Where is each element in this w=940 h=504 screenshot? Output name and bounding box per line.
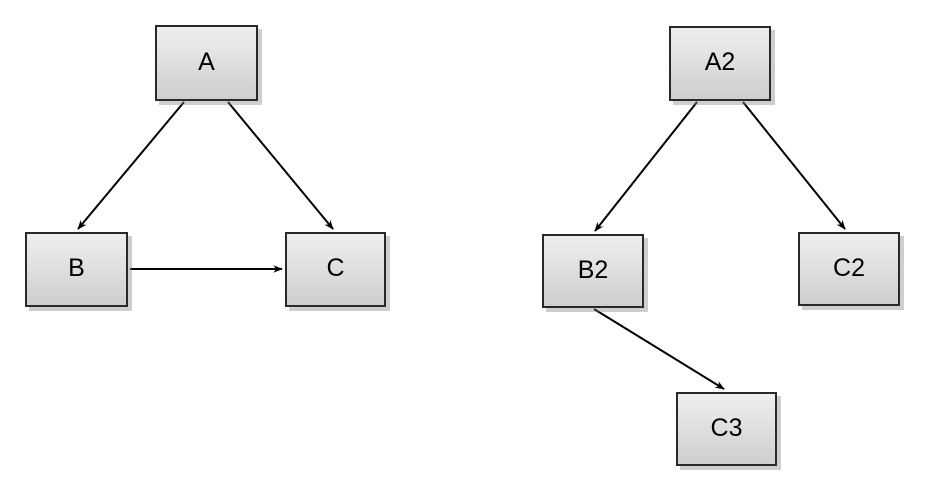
node-A[interactable]: A: [155, 25, 258, 101]
node-B2[interactable]: B2: [542, 234, 644, 308]
node-C2-label: C2: [833, 253, 865, 282]
node-C2[interactable]: C2: [798, 232, 900, 306]
node-A-label: A: [198, 47, 215, 76]
edge-A2-C2[interactable]: [742, 101, 846, 230]
node-C3-label: C3: [710, 413, 743, 442]
node-C-label: C: [326, 254, 345, 282]
node-B[interactable]: B: [25, 232, 128, 307]
node-A2-label: A2: [704, 48, 736, 76]
node-B-label: B: [68, 254, 85, 282]
edge-A-C[interactable]: [227, 101, 334, 230]
edge-B2-C3[interactable]: [593, 308, 725, 390]
node-B2-label: B2: [577, 255, 609, 284]
edges-group: [77, 101, 846, 390]
node-C3[interactable]: C3: [676, 392, 777, 466]
edge-A-B[interactable]: [77, 101, 185, 230]
node-A2[interactable]: A2: [669, 26, 771, 101]
node-C[interactable]: C: [285, 232, 386, 307]
edge-A2-B2[interactable]: [594, 101, 698, 232]
